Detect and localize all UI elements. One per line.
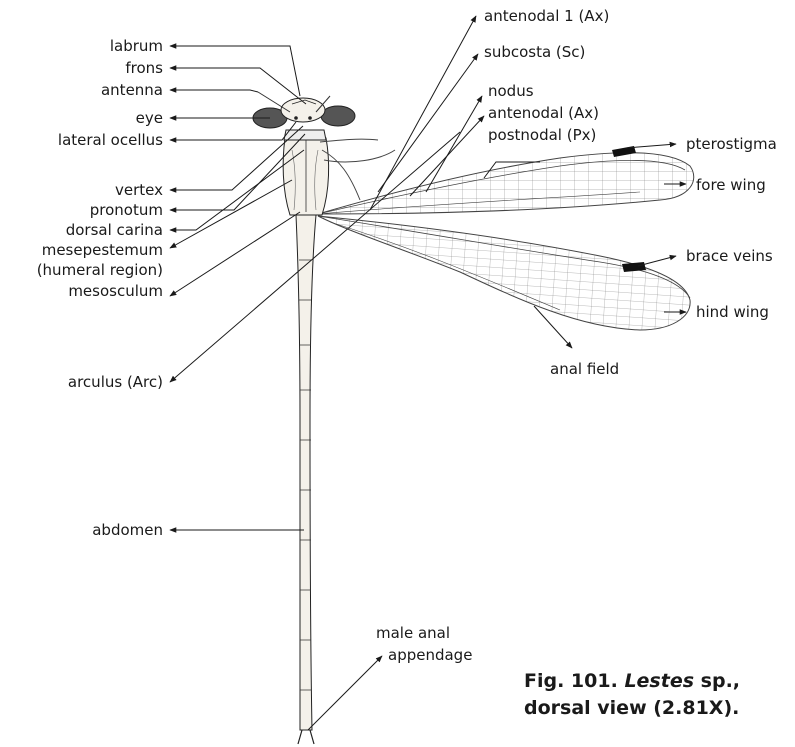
label-pronotum: pronotum [90, 201, 163, 219]
label-pterostigma: pterostigma [686, 135, 777, 153]
label-anal-field: anal field [550, 360, 619, 378]
leader-lines-right [308, 16, 686, 730]
caption-rest: sp., [701, 670, 740, 692]
hind-wing [318, 216, 690, 330]
caption-line-1: Fig. 101. Lestes sp., [524, 668, 740, 695]
caption-line-2: dorsal view (2.81X). [524, 695, 740, 722]
caption-fig: Fig. 101. [524, 670, 618, 692]
label-appendage: appendage [388, 646, 472, 664]
label-abdomen: abdomen [92, 521, 163, 539]
label-subcosta: subcosta (Sc) [484, 43, 585, 61]
dragonfly-head [253, 92, 355, 128]
label-mesosculum: mesosculum [68, 282, 163, 300]
dragonfly-abdomen [296, 215, 316, 744]
label-nodus: nodus [488, 82, 534, 100]
label-antenodal: antenodal (Ax) [488, 104, 599, 122]
label-vertex: vertex [115, 181, 163, 199]
label-postnodal: postnodal (Px) [488, 126, 596, 144]
figure-caption: Fig. 101. Lestes sp., dorsal view (2.81X… [524, 668, 740, 722]
label-lateral-ocellus: lateral ocellus [58, 131, 163, 149]
label-brace-veins: brace veins [686, 247, 773, 265]
label-hind-wing: hind wing [696, 303, 769, 321]
caption-genus: Lestes [624, 670, 694, 692]
label-labrum: labrum [110, 37, 163, 55]
label-antenodal-1: antenodal 1 (Ax) [484, 7, 609, 25]
label-frons: frons [125, 59, 163, 77]
label-antenna: antenna [101, 81, 163, 99]
label-fore-wing: fore wing [696, 176, 766, 194]
label-humeral-region: (humeral region) [37, 261, 163, 279]
label-dorsal-carina: dorsal carina [66, 221, 163, 239]
label-arculus: arculus (Arc) [68, 373, 163, 391]
label-male-anal: male anal [376, 624, 450, 642]
label-eye: eye [136, 109, 163, 127]
label-mesepestemum: mesepestemum [42, 241, 163, 259]
